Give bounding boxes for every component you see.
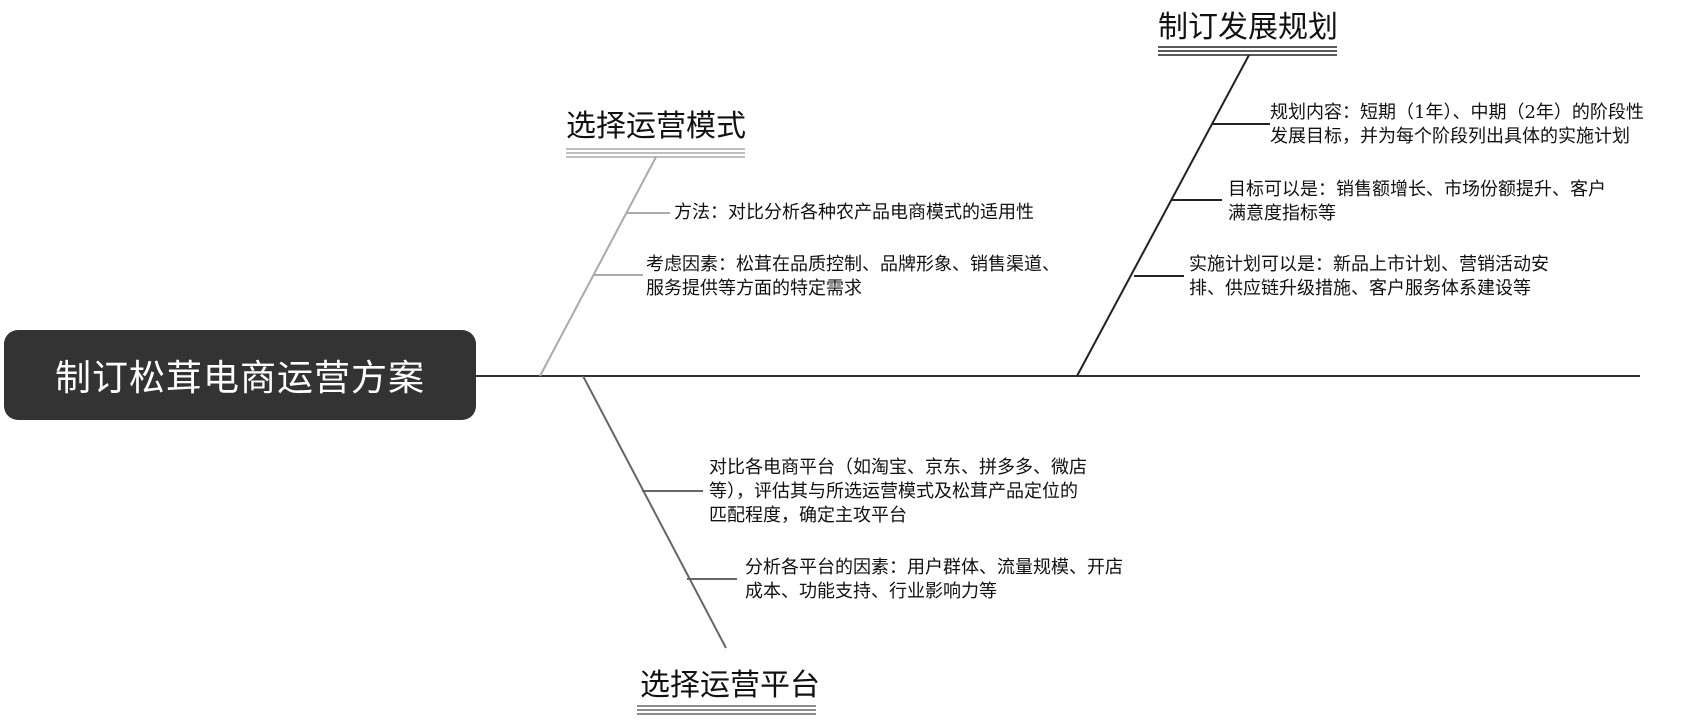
root-title: 制订松茸电商运营方案 — [54, 358, 425, 399]
leaf-line: 匹配程度，确定主攻平台 — [709, 505, 907, 526]
leaf-platform-factors[interactable]: 分析各平台的因素：用户群体、流量规模、开店 成本、功能支持、行业影响力等 — [745, 556, 1123, 604]
leaf-line: 等），评估其与所选运营模式及松茸产品定位的 — [709, 481, 1078, 502]
root-node[interactable]: 制订松茸电商运营方案 — [4, 330, 476, 420]
topic-operation-mode[interactable]: 选择运营模式 — [566, 101, 746, 145]
leaf-platform-compare[interactable]: 对比各电商平台（如淘宝、京东、拼多多、微店 等），评估其与所选运营模式及松茸产品… — [709, 456, 1087, 528]
leaf-operation-mode-method[interactable]: 方法：对比分析各种农产品电商模式的适用性 — [674, 201, 1034, 225]
leaf-line: 分析各平台的因素：用户群体、流量规模、开店 — [745, 557, 1123, 578]
topic-title: 选择运营模式 — [566, 109, 746, 144]
leaf-line: 实施计划可以是：新品上市计划、营销活动安 — [1189, 254, 1549, 275]
topic-development-plan[interactable]: 制订发展规划 — [1158, 2, 1338, 46]
leaf-operation-mode-factors[interactable]: 考虑因素：松茸在品质控制、品牌形象、销售渠道、 服务提供等方面的特定需求 — [646, 253, 1060, 301]
topic-title: 选择运营平台 — [640, 668, 820, 703]
leaf-line: 考虑因素：松茸在品质控制、品牌形象、销售渠道、 — [646, 254, 1060, 275]
branch-bone-platform — [582, 375, 727, 649]
leaf-line: 排、供应链升级措施、客户服务体系建设等 — [1189, 278, 1531, 299]
leaf-development-plan-actions[interactable]: 实施计划可以是：新品上市计划、营销活动安 排、供应链升级措施、客户服务体系建设等 — [1189, 253, 1549, 301]
leaf-development-plan-content[interactable]: 规划内容：短期（1年）、中期（2年）的阶段性 发展目标，并为每个阶段列出具体的实… — [1270, 101, 1644, 149]
leaf-development-plan-targets[interactable]: 目标可以是：销售额增长、市场份额提升、客户 满意度指标等 — [1228, 178, 1606, 226]
topic-title: 制订发展规划 — [1158, 10, 1338, 45]
leaf-line: 满意度指标等 — [1228, 203, 1336, 224]
leaf-line: 目标可以是：销售额增长、市场份额提升、客户 — [1228, 179, 1606, 200]
topic-platform[interactable]: 选择运营平台 — [640, 660, 820, 704]
leaf-line: 服务提供等方面的特定需求 — [646, 278, 862, 299]
leaf-line: 方法：对比分析各种农产品电商模式的适用性 — [674, 202, 1034, 223]
leaf-line: 规划内容：短期（1年）、中期（2年）的阶段性 — [1270, 102, 1644, 123]
leaf-line: 成本、功能支持、行业影响力等 — [745, 581, 997, 602]
leaf-line: 对比各电商平台（如淘宝、京东、拼多多、微店 — [709, 457, 1087, 478]
branch-bone-development-plan — [1076, 54, 1250, 377]
branch-bone-operation-mode — [539, 156, 657, 377]
leaf-line: 发展目标，并为每个阶段列出具体的实施计划 — [1270, 126, 1630, 147]
